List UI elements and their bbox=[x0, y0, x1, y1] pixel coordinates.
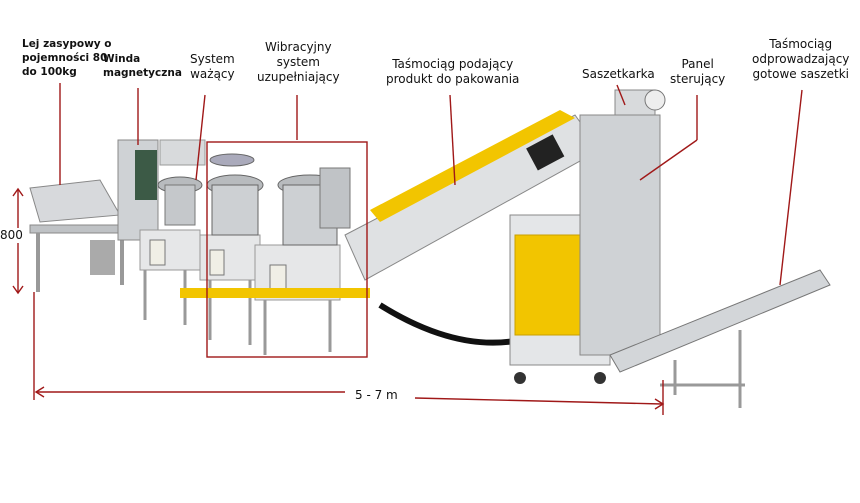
label-vibratory: Wibracyjny system uzupełniający bbox=[257, 40, 340, 85]
label-line: system bbox=[276, 55, 320, 69]
hopper bbox=[29, 179, 131, 292]
label-output-conveyor: Taśmociąg odprowadzający gotowe saszetki bbox=[752, 37, 849, 82]
sachet-machine bbox=[509, 89, 666, 384]
vibratory-feeders bbox=[139, 153, 370, 355]
label-line: ważący bbox=[190, 67, 235, 81]
label-control-panel: Panel sterujący bbox=[670, 57, 725, 87]
label-line: Wibracyjny bbox=[265, 40, 332, 54]
dimension-height: 800 bbox=[0, 228, 23, 243]
label-line: Winda bbox=[103, 53, 141, 65]
label-sachet-machine: Saszetkarka bbox=[582, 67, 655, 82]
label-line: produkt do pakowania bbox=[386, 72, 520, 86]
feed-conveyor bbox=[344, 110, 601, 346]
dimension-length: 5 - 7 m bbox=[355, 388, 398, 402]
label-weighing: System ważący bbox=[190, 52, 235, 82]
label-hopper: Lej zasypowy o pojemności 80 do 100kg bbox=[22, 37, 112, 79]
label-line: magnetyczna bbox=[103, 67, 182, 79]
label-line: Taśmociąg podający bbox=[392, 57, 514, 71]
label-line: pojemności 80 bbox=[22, 52, 108, 64]
label-line: sterujący bbox=[670, 72, 726, 86]
label-line: odprowadzający bbox=[752, 52, 850, 66]
label-elevator: Winda magnetyczna bbox=[103, 52, 182, 80]
label-line: Saszetkarka bbox=[582, 67, 655, 81]
output-conveyor bbox=[609, 269, 831, 408]
magnetic-elevator bbox=[117, 139, 206, 241]
label-line: Lej zasypowy o bbox=[22, 38, 112, 50]
label-line: System bbox=[190, 52, 235, 66]
label-feed-conveyor: Taśmociąg podający produkt do pakowania bbox=[386, 57, 519, 87]
label-line: Taśmociąg bbox=[769, 37, 833, 51]
label-line: do 100kg bbox=[22, 66, 77, 78]
label-line: uzupełniający bbox=[257, 70, 340, 84]
label-line: Panel bbox=[681, 57, 714, 71]
label-line: gotowe saszetki bbox=[752, 67, 849, 81]
